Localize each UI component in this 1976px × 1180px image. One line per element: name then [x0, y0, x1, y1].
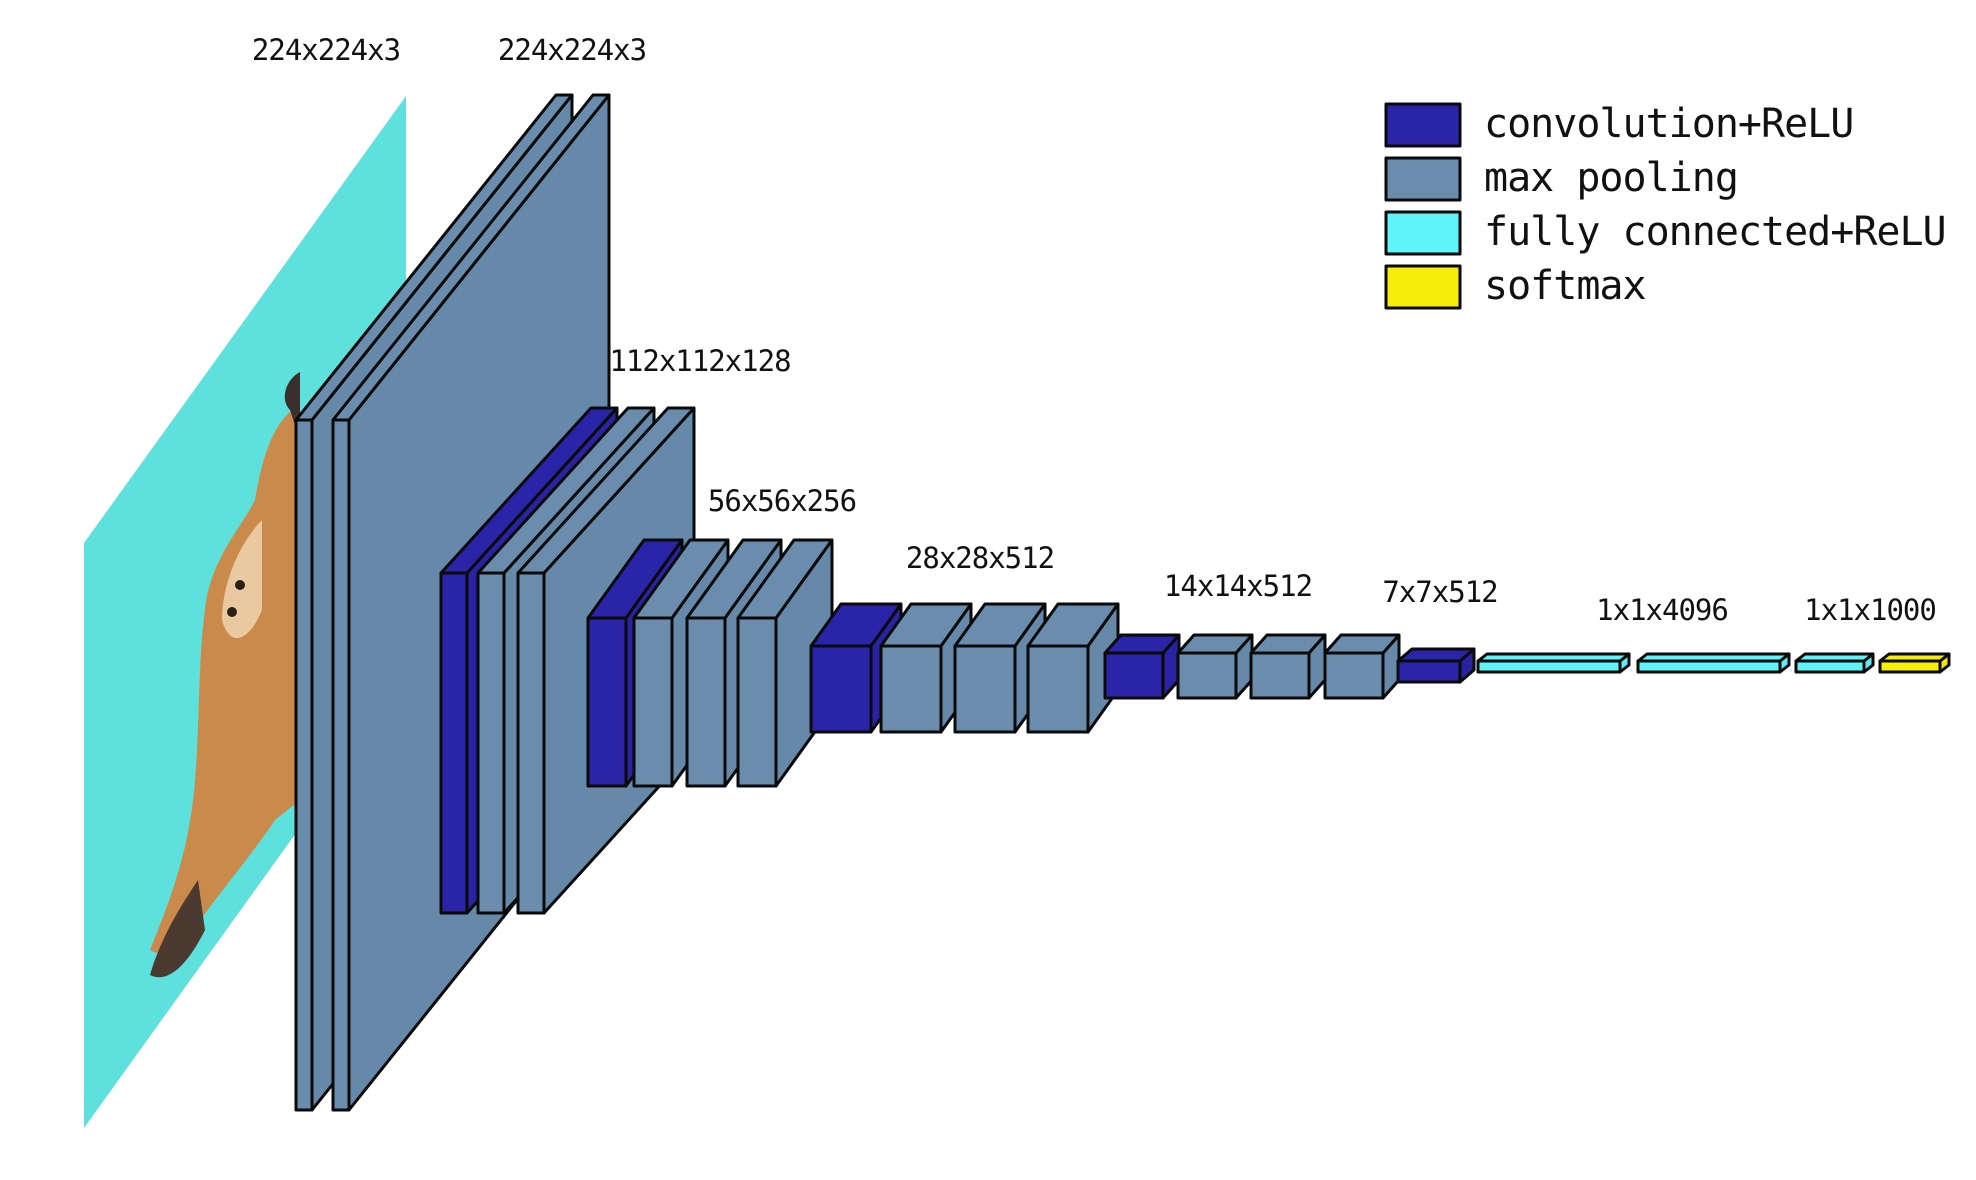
layer-block-front-face	[439, 571, 469, 915]
legend-item-softmax: softmax	[1384, 263, 1647, 310]
stage-labels: 224x224x3 224x224x3 112x112x128 56x56x256 28…	[252, 33, 1937, 627]
layer-convolution-block	[1103, 633, 1181, 700]
legend-item-fully-connected: fully connected+ReLU	[1384, 209, 1947, 256]
layer-block-front-face	[1249, 651, 1311, 700]
legend-label-fully-connected: fully connected+ReLU	[1484, 209, 1946, 255]
input-dimension-label: 224x224x3	[252, 33, 400, 67]
legend: convolution+ReLU max pooling fully conne…	[1384, 101, 1947, 310]
layer-block-front-face	[1476, 659, 1622, 674]
layer-block-front-face	[953, 644, 1017, 734]
layer-block-front-face	[1878, 659, 1942, 674]
layer-block-top-face	[1396, 647, 1476, 663]
layer-block-front-face	[586, 616, 628, 788]
legend-label-softmax: softmax	[1484, 263, 1646, 309]
legend-label-convolution: convolution+ReLU	[1484, 101, 1853, 147]
layer-block-front-face	[1103, 651, 1165, 700]
layer-block-front-face	[476, 571, 506, 915]
layer-block-front-face	[1176, 651, 1238, 700]
layer-block-front-face	[516, 571, 546, 915]
legend-swatch-fully-connected	[1384, 210, 1462, 256]
layer-softmax-block	[1878, 652, 1951, 674]
input-image	[84, 96, 406, 1128]
layer-fully-connected-block	[1636, 652, 1791, 674]
legend-label-pooling: max pooling	[1484, 155, 1738, 201]
layer-block-front-face	[1026, 644, 1090, 734]
layer-convolution-block	[1396, 647, 1476, 684]
layer-block-front-face	[294, 418, 314, 1112]
layer-block-front-face	[879, 644, 943, 734]
legend-item-pooling: max pooling	[1384, 155, 1739, 202]
stage-dimension-label: 1x1x4096	[1596, 593, 1728, 627]
layer-pooling-block	[1323, 633, 1401, 700]
stage-dimension-label: 224x224x3	[498, 33, 646, 67]
legend-item-convolution: convolution+ReLU	[1384, 101, 1854, 148]
legend-swatch-softmax	[1384, 264, 1462, 310]
stage-dimension-label: 56x56x256	[708, 484, 856, 518]
stage-dimension-label: 28x28x512	[906, 541, 1054, 575]
layer-block-front-face	[809, 644, 873, 734]
legend-swatch-pooling	[1384, 156, 1462, 202]
layer-block-front-face	[1636, 659, 1782, 674]
layer-fully-connected-block	[1794, 652, 1875, 674]
network-layers	[294, 93, 1951, 1112]
layer-pooling-block	[1176, 633, 1254, 700]
layer-block-front-face	[685, 616, 727, 788]
layer-fully-connected-block	[1476, 652, 1631, 674]
layer-pooling-block	[1026, 602, 1120, 734]
layer-block-front-face	[331, 418, 351, 1112]
layer-block-front-face	[1794, 659, 1866, 674]
layer-block-front-face	[736, 616, 778, 788]
stage-dimension-label: 14x14x512	[1164, 569, 1312, 603]
stage-dimension-label: 112x112x128	[609, 344, 790, 378]
layer-block-front-face	[1396, 659, 1462, 684]
layer-pooling-block	[1249, 633, 1327, 700]
layer-block-front-face	[632, 616, 674, 788]
stage-dimension-label: 7x7x512	[1382, 575, 1497, 609]
legend-swatch-convolution	[1384, 102, 1462, 148]
stage-dimension-label: 1x1x1000	[1804, 593, 1936, 627]
layer-block-front-face	[1323, 651, 1385, 700]
